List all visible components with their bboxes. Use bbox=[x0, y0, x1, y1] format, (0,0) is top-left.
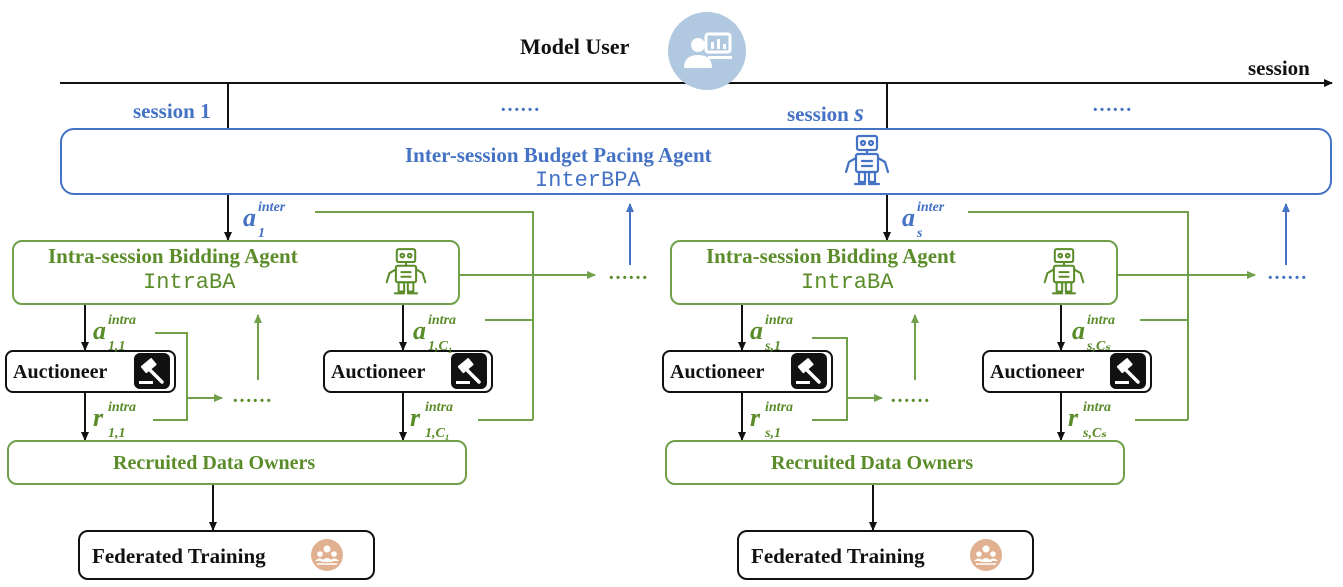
session-s-label: session s bbox=[787, 101, 864, 126]
left-r1c-main: r bbox=[410, 403, 421, 432]
right-rs1-sup: intra bbox=[765, 400, 794, 415]
right-asc-sub: s,Cₛ bbox=[1087, 339, 1111, 354]
right-a-inter-label: a inter s bbox=[902, 201, 944, 241]
left-r1c-label: r intra 1,C₁ bbox=[410, 401, 453, 441]
left-owners-label: Recruited Data Owners bbox=[113, 452, 316, 474]
session-s-prefix: session bbox=[787, 102, 855, 126]
left-a1c-sup: intra bbox=[428, 313, 457, 328]
left-a1c-main: a bbox=[413, 316, 426, 345]
inter-session-agent-box bbox=[60, 128, 1332, 195]
right-asc-label: a intra s,Cₛ bbox=[1072, 314, 1115, 354]
right-training-label: Federated Training bbox=[751, 544, 925, 568]
right-as1-label: a intra s,1 bbox=[750, 314, 793, 354]
left-a11-sub: 1,1 bbox=[108, 339, 126, 354]
left-intra-agent-code: IntraBA bbox=[143, 270, 236, 295]
left-r11-sup: intra bbox=[108, 400, 137, 415]
session-gap-dots-1: …… bbox=[500, 94, 540, 116]
left-intra-agent-box bbox=[12, 240, 460, 305]
left-auctioneer-1-label: Auctioneer bbox=[13, 361, 108, 383]
right-rsc-sub: s,Cₛ bbox=[1083, 426, 1107, 441]
right-intra-agent-code: IntraBA bbox=[801, 270, 894, 295]
gavel-icon bbox=[133, 352, 171, 390]
left-r11-main: r bbox=[93, 403, 104, 432]
right-a-inter-sup: inter bbox=[917, 200, 945, 215]
people-network-icon bbox=[970, 539, 1002, 571]
right-asc-sup: intra bbox=[1087, 313, 1116, 328]
right-owners-label: Recruited Data Owners bbox=[771, 452, 974, 474]
left-a-inter-main: a bbox=[243, 203, 256, 232]
right-rsc-label: r intra s,Cₛ bbox=[1068, 401, 1111, 441]
right-a-inter-sub: s bbox=[917, 226, 923, 241]
right-rs1-main: r bbox=[750, 403, 761, 432]
gavel-icon bbox=[790, 352, 828, 390]
robot-icon bbox=[1041, 246, 1087, 302]
session-gap-dots-2: …… bbox=[1092, 94, 1132, 116]
user-monitor-icon bbox=[668, 12, 746, 90]
left-a-inter-sup: inter bbox=[258, 200, 286, 215]
inter-agent-title: Inter-session Budget Pacing Agent bbox=[405, 143, 712, 167]
left-a1c-label: a intra 1,C₁ bbox=[413, 314, 456, 354]
left-r11-label: r intra 1,1 bbox=[93, 401, 136, 441]
left-training-label: Federated Training bbox=[92, 544, 266, 568]
left-auctioneer-dots: …… bbox=[232, 385, 272, 407]
left-a-inter-sub: 1 bbox=[258, 226, 265, 241]
session-axis-label: session bbox=[1248, 56, 1310, 80]
left-intra-agent-title: Intra-session Bidding Agent bbox=[48, 244, 298, 268]
right-a-inter-main: a bbox=[902, 203, 915, 232]
right-session-dots: …… bbox=[1267, 262, 1307, 284]
robot-icon bbox=[383, 246, 429, 302]
right-asc-main: a bbox=[1072, 316, 1085, 345]
left-a-inter-label: a inter 1 bbox=[243, 201, 285, 241]
left-auctioneer-c-label: Auctioneer bbox=[331, 361, 426, 383]
right-owners-box bbox=[665, 440, 1125, 485]
right-intra-agent-title: Intra-session Bidding Agent bbox=[706, 244, 956, 268]
right-intra-agent-box bbox=[670, 240, 1118, 305]
gavel-icon bbox=[1109, 352, 1147, 390]
left-session-dots: …… bbox=[608, 262, 648, 284]
right-as1-sup: intra bbox=[765, 313, 794, 328]
left-inter-feedback-line bbox=[315, 211, 534, 290]
left-a11-main: a bbox=[93, 316, 106, 345]
right-as1-sub: s,1 bbox=[765, 339, 781, 354]
left-r11-sub: 1,1 bbox=[108, 426, 126, 441]
right-inter-feedback-line bbox=[968, 211, 1189, 290]
right-auctioneer-c-label: Auctioneer bbox=[990, 361, 1085, 383]
left-a1c-sub: 1,C₁ bbox=[428, 339, 453, 354]
right-rs1-sub: s,1 bbox=[765, 426, 781, 441]
left-owners-box bbox=[7, 440, 467, 485]
model-user-label: Model User bbox=[520, 34, 630, 59]
right-rsc-sup: intra bbox=[1083, 400, 1112, 415]
session-s-variable: s bbox=[854, 100, 864, 127]
gavel-icon bbox=[450, 352, 488, 390]
left-a11-label: a intra 1,1 bbox=[93, 314, 136, 354]
right-rsc-main: r bbox=[1068, 403, 1079, 432]
robot-icon bbox=[842, 134, 892, 192]
right-a1-bracket bbox=[812, 337, 848, 421]
session-1-label: session 1 bbox=[133, 99, 211, 123]
right-auctioneer-1-label: Auctioneer bbox=[670, 361, 765, 383]
inter-agent-code: InterBPA bbox=[535, 168, 641, 193]
right-rs1-label: r intra s,1 bbox=[750, 401, 793, 441]
left-r1c-sub: 1,C₁ bbox=[425, 426, 450, 441]
left-a11-sup: intra bbox=[108, 313, 137, 328]
right-auctioneer-dots: …… bbox=[890, 385, 930, 407]
left-a1-bracket bbox=[153, 332, 188, 421]
left-r1c-sup: intra bbox=[425, 400, 454, 415]
right-as1-main: a bbox=[750, 316, 763, 345]
people-network-icon bbox=[311, 539, 343, 571]
